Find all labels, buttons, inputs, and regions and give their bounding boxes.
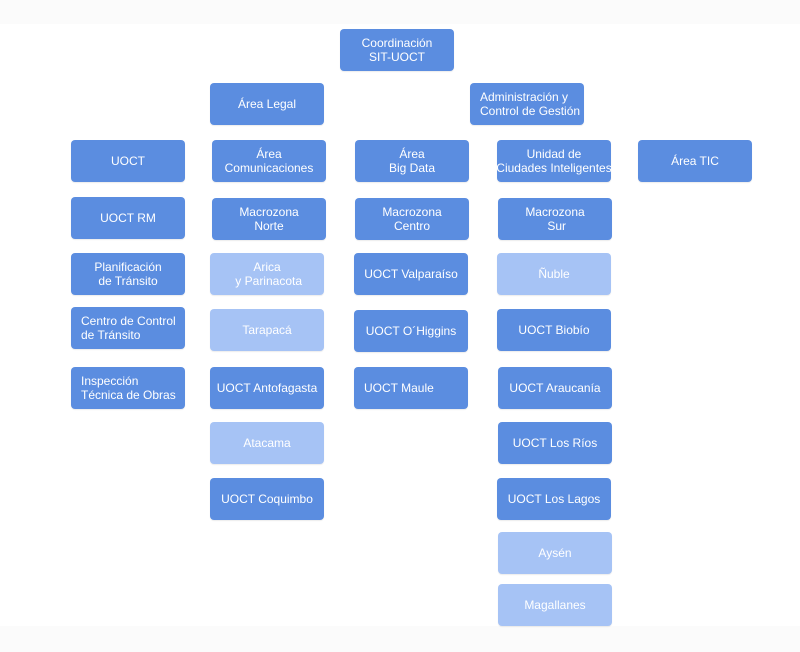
node-ciudades-inteligentes: Unidad de Ciudades Inteligentes [496, 140, 612, 182]
node-planificacion: Planificación de Tránsito [71, 253, 185, 295]
node-aysen: Aysén [498, 532, 612, 574]
node-area-comunicaciones: Área Comunicaciones [212, 140, 326, 182]
node-administracion: Administración y Control de Gestión [470, 83, 584, 125]
node-valparaiso: UOCT Valparaíso [354, 253, 468, 295]
node-macrozona-norte: Macrozona Norte [212, 198, 326, 240]
node-araucania: UOCT Araucanía [498, 367, 612, 409]
node-maule: UOCT Maule [354, 367, 468, 409]
node-tarapaca: Tarapacá [210, 309, 324, 351]
node-uoct-rm: UOCT RM [71, 197, 185, 239]
node-ohiggins: UOCT O´Higgins [354, 310, 468, 352]
node-coquimbo: UOCT Coquimbo [210, 478, 324, 520]
node-coordinacion: Coordinación SIT-UOCT [340, 29, 454, 71]
node-antofagasta: UOCT Antofagasta [210, 367, 324, 409]
node-magallanes: Magallanes [498, 584, 612, 626]
node-los-rios: UOCT Los Ríos [498, 422, 612, 464]
node-nuble: Ñuble [497, 253, 611, 295]
node-atacama: Atacama [210, 422, 324, 464]
node-los-lagos: UOCT Los Lagos [497, 478, 611, 520]
node-uoct: UOCT [71, 140, 185, 182]
node-macrozona-centro: Macrozona Centro [355, 198, 469, 240]
node-arica: Arica y Parinacota [210, 253, 324, 295]
node-inspeccion: Inspección Técnica de Obras [71, 367, 185, 409]
node-area-big-data: Área Big Data [355, 140, 469, 182]
node-biobio: UOCT Biobío [497, 309, 611, 351]
node-area-tic: Área TIC [638, 140, 752, 182]
node-macrozona-sur: Macrozona Sur [498, 198, 612, 240]
node-area-legal: Área Legal [210, 83, 324, 125]
node-centro-control: Centro de Control de Tránsito [71, 307, 185, 349]
